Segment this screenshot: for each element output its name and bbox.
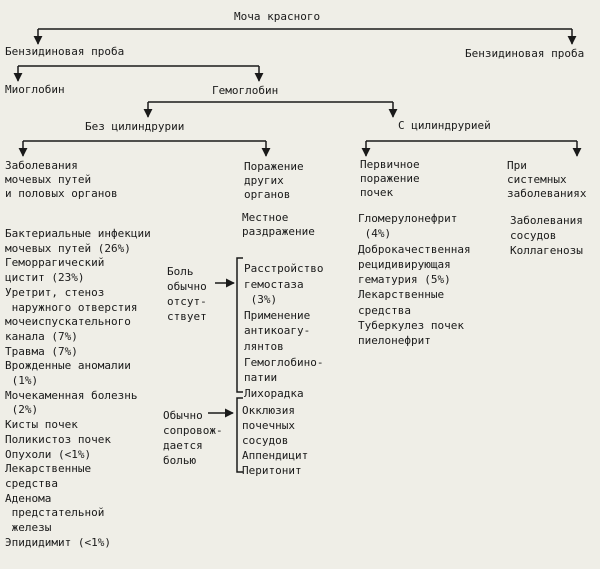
col3-heading: Первичное поражение почек: [360, 158, 420, 199]
pain-present-note: Обычно сопровож- дается болью: [163, 409, 223, 467]
col2-heading: Поражение других органов: [244, 160, 304, 201]
col4-heading: При системных заболеваниях: [507, 159, 587, 200]
root-node: Моча красного: [234, 10, 321, 23]
col1-heading: Заболевания мочевых путей и половых орга…: [5, 159, 118, 200]
hemoglobin-node: Гемоглобин: [212, 84, 279, 97]
col2-local-irritation: Местное раздражение: [242, 211, 315, 238]
col3-list: Гломерулонефрит (4%) Доброкачественная р…: [358, 212, 471, 348]
col1-list: Бактериальные инфекции мочевых путей (26…: [5, 227, 151, 549]
benzidine-test-right: Бензидиновая проба: [465, 47, 585, 60]
without-casts-node: Без цилиндрурии: [85, 120, 185, 133]
bracket-pain-absent: [236, 257, 243, 393]
col2-group-pain-present: Окклюзия почечных сосудов Аппендицит Пер…: [242, 404, 309, 477]
benzidine-test-left: Бензидиновая проба: [5, 45, 125, 58]
col4-list: Заболевания сосудов Коллагенозы: [510, 214, 583, 257]
col2-group-pain-absent: Расстройство гемостаза (3%) Применение а…: [244, 262, 324, 400]
bracket-pain-present: [236, 397, 243, 473]
myoglobin-node: Миоглобин: [5, 83, 65, 96]
with-casts-node: С цилиндрурией: [398, 119, 491, 132]
pain-absent-note: Боль обычно отсут- ствует: [167, 265, 207, 323]
